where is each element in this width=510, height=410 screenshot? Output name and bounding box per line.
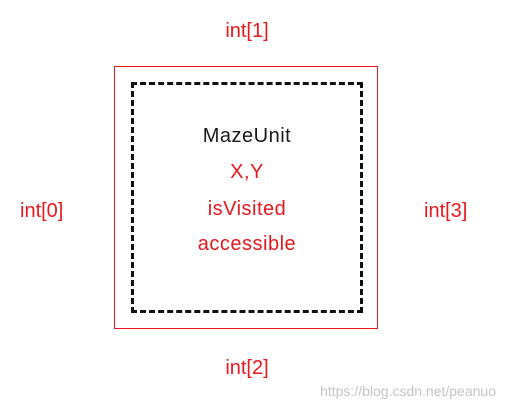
field-coordinates: X,Y (230, 161, 264, 183)
direction-label-left: int[0] (20, 200, 64, 222)
maze-unit-title: MazeUnit (202, 125, 292, 147)
field-accessible: accessible (197, 233, 297, 255)
direction-label-bottom: int[2] (225, 357, 269, 379)
direction-label-right: int[3] (424, 200, 468, 222)
maze-unit-outer-boundary (114, 66, 378, 329)
watermark-url: https://blog.csdn.net/peanuo (320, 383, 496, 399)
direction-label-top: int[1] (225, 20, 269, 42)
maze-unit-inner-boundary (131, 82, 363, 313)
field-is-visited: isVisited (207, 198, 287, 220)
